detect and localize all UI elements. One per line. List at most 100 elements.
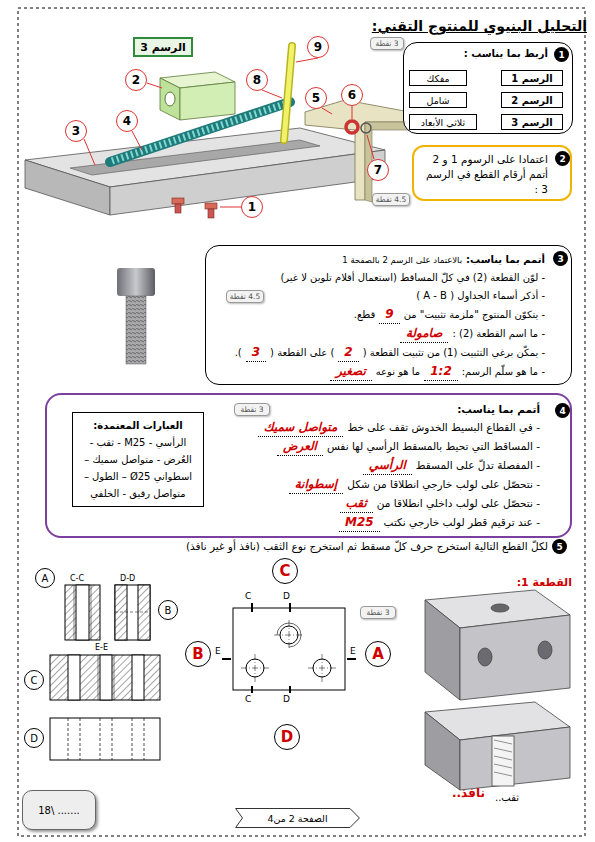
base-part-3 <box>70 140 320 175</box>
node-text: 3 <box>72 124 80 138</box>
text-row: 3 نقطة <box>375 39 398 48</box>
part-1-3d <box>425 600 460 700</box>
text-row: شامل <box>426 95 449 106</box>
text-row: - ما هو سلّم الرسم:1:2ما هو نوعهتصغير <box>214 362 545 381</box>
node-text: 6 <box>348 88 356 102</box>
node-text: ثلاثي الأبعاد <box>421 117 465 128</box>
leader-lines <box>220 207 241 208</box>
section-views <box>50 718 160 760</box>
drawing-label: C <box>245 694 251 704</box>
pin-part-8 <box>284 46 292 140</box>
leader-lines <box>132 131 142 150</box>
node-text: - المساقط التي تحيط بالمسقط الرأسي لها ن… <box>327 437 540 455</box>
text-holder: B <box>186 642 210 666</box>
text-holder: 2 <box>126 70 146 90</box>
node-text: - أذكر أسماء الجداول ( A - B ) <box>416 287 545 305</box>
node-text: الرأسي - M25 - ثقب - العُرض - متواصل سمي… <box>79 434 197 502</box>
node-text: 3 نقطة <box>366 608 389 617</box>
node-text: 1 <box>248 200 256 214</box>
top-view-plate <box>251 686 253 693</box>
view-letter: B <box>158 600 178 620</box>
text-row: C <box>31 675 38 686</box>
node-text: - نتحصّل على لولب خارجي انطلاقا من شكل <box>347 475 540 493</box>
callout-number: 7 <box>367 159 389 181</box>
drawing-label: E-E <box>95 643 108 652</box>
node-text: - يتكوّن المنتوج "ملزمة تثبيت" من <box>404 306 545 324</box>
score-tag: 4.5 نقطة <box>372 193 410 206</box>
score-tag: 3 نقطة <box>360 606 396 619</box>
text-holder: 4 <box>117 111 137 131</box>
choice-box: مفكك <box>409 70 467 86</box>
drawing-label: E <box>215 646 221 656</box>
text-holder: 2 <box>555 151 570 166</box>
page-arrow-shape <box>236 809 360 828</box>
choice-box: شامل <box>409 92 467 108</box>
callout-number: 6 <box>341 84 363 106</box>
node-text: ما هو نوعه <box>376 363 420 381</box>
nut-part-2 <box>160 78 180 120</box>
node-text: الرسم 1 <box>511 73 553 84</box>
total-score-box: 18\ ....... <box>22 790 96 830</box>
text-row: - المساقط التي تحيط بالمسقط الرأسي لها ن… <box>212 437 540 456</box>
node-text: - لوّن القطعة (2) في كلّ المساقط (استعما… <box>280 269 545 287</box>
text-holder: D <box>275 725 299 749</box>
drawing-label: D <box>283 694 290 704</box>
section-views <box>76 585 89 640</box>
text-holder: 4.5 نقطة <box>373 194 409 205</box>
top-view-plate <box>222 603 356 693</box>
answer-text: ثقب <box>340 494 373 513</box>
section-views <box>132 655 144 700</box>
answer-text: إسطوانة <box>289 475 344 494</box>
leader-lines <box>262 90 282 98</box>
text-row: D <box>30 733 38 744</box>
section-views <box>115 585 127 640</box>
node-text: مفكك <box>426 73 449 84</box>
top-view-plate <box>241 620 336 682</box>
text-row: 6 <box>348 88 356 102</box>
text-row: الرأسي - M25 - ثقب - العُرض - متواصل سمي… <box>79 434 197 502</box>
text-holder: A <box>366 642 390 666</box>
jaw-part-5 <box>305 100 410 202</box>
text-row: 4.5 نقطة <box>376 195 406 204</box>
text-row: D <box>281 728 293 746</box>
text-holder: 4 <box>555 403 570 418</box>
text-holder: اعتمادا على الرسوم 1 و 2 أتمم أرقام القط… <box>414 147 570 200</box>
node-text: A <box>372 645 384 663</box>
question-number: 3 <box>553 251 568 266</box>
text-holder: 3 <box>66 121 86 141</box>
node-text: العبارات المعتمدة: <box>93 417 182 434</box>
answer-text: الرأسي <box>363 456 412 475</box>
text-row: 3 نقطة <box>240 405 263 414</box>
part-1-3d <box>491 604 509 612</box>
screw-picture <box>117 268 155 296</box>
callout-number: 5 <box>305 87 327 109</box>
text-holder: مفكك <box>410 71 466 85</box>
section-views <box>68 655 80 700</box>
text-holder: أربط بما يناسب : <box>404 43 572 59</box>
node-text: شامل <box>426 95 449 106</box>
page-border <box>18 8 585 836</box>
part-1-3d <box>494 740 512 776</box>
text-holder: العبارات المعتمدة:الرأسي - M25 - ثقب - ا… <box>73 413 203 506</box>
text-row: - يمكّن برغي التثبيت (1) من تثبيت القطعة… <box>214 343 545 362</box>
node-text: - نتحصّل على لولب داخلي انطلاقا من <box>377 494 540 512</box>
section-views <box>98 655 99 700</box>
pin-part-8 <box>284 46 292 140</box>
text-row: - نتحصّل على لولب خارجي انطلاقا من شكلإس… <box>212 475 540 494</box>
section-views <box>100 655 112 700</box>
threaded-rod-part-4 <box>112 103 288 161</box>
text-holder: C <box>273 559 297 583</box>
callout-number: 3 <box>65 120 87 142</box>
node-text: - المفصلة تدلّ على المسقط <box>416 456 540 474</box>
text-row: A <box>372 645 384 663</box>
answer-text: العرض <box>277 437 323 456</box>
node-text: 4.5 نقطة <box>376 195 406 204</box>
text-row: - المفصلة تدلّ على المسقطالرأسي <box>212 456 540 475</box>
top-view-plate <box>222 658 231 660</box>
text-row: 2 <box>559 154 565 164</box>
drawing-label: D-D <box>120 574 135 583</box>
view-letter: D <box>24 728 44 748</box>
text-row: 1 <box>558 50 564 60</box>
text-holder: 1 <box>554 47 569 62</box>
